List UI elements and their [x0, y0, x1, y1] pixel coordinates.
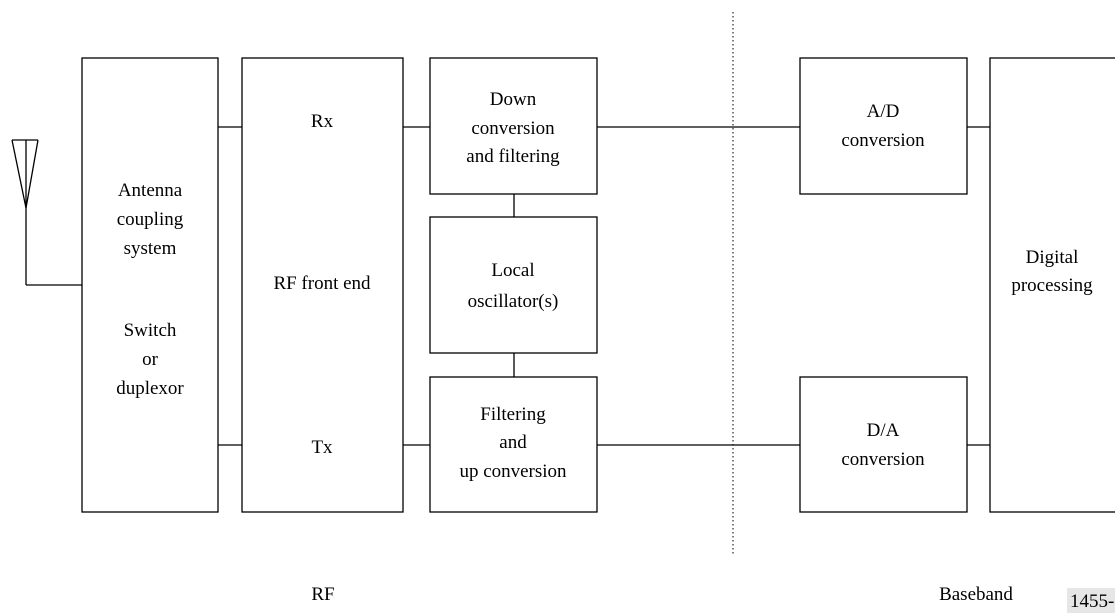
figure-id: 1455-0: [1070, 591, 1115, 612]
rx-label: Rx: [311, 111, 334, 132]
local-oscillator-block: Local oscillator(s): [429, 216, 598, 354]
up-conversion-label-1: Filtering: [480, 404, 546, 425]
antenna-coupling-block: Antenna coupling system Switch or duplex…: [81, 57, 219, 513]
local-oscillator-label-1: Local: [491, 260, 534, 281]
rf-front-end-label: RF front end: [273, 273, 371, 294]
ad-conversion-label-1: A/D: [867, 101, 900, 122]
up-conversion-block: Filtering and up conversion: [429, 376, 598, 513]
down-conversion-label-2: conversion: [471, 118, 555, 139]
figure-id-background: [1067, 588, 1115, 613]
switch-duplexor-label-3: duplexor: [116, 378, 184, 399]
down-conversion-block: Down conversion and filtering: [429, 57, 598, 195]
rf-front-end-block: Rx RF front end Tx: [241, 57, 404, 513]
antenna-coupling-label-2: coupling: [117, 209, 184, 230]
switch-duplexor-label-1: Switch: [124, 320, 177, 341]
connections: [218, 126, 990, 446]
antenna-coupling-label-3: system: [124, 238, 177, 259]
tx-label: Tx: [311, 437, 333, 458]
da-conversion-block: D/A conversion: [799, 376, 968, 513]
digital-processing-label-2: processing: [1011, 275, 1093, 296]
da-conversion-label-2: conversion: [841, 449, 925, 470]
digital-processing-label-1: Digital: [1026, 247, 1079, 268]
ad-conversion-label-2: conversion: [841, 130, 925, 151]
up-conversion-label-3: up conversion: [459, 461, 567, 482]
down-conversion-label-3: and filtering: [466, 146, 560, 167]
down-conversion-label-1: Down: [490, 89, 537, 110]
local-oscillator-label-2: oscillator(s): [468, 291, 559, 312]
digital-processing-block: Digital processing: [989, 57, 1115, 513]
da-conversion-label-1: D/A: [867, 420, 900, 441]
baseband-domain-label: Baseband: [939, 584, 1013, 605]
rf-domain-label: RF: [311, 584, 334, 605]
up-conversion-label-2: and: [499, 432, 527, 453]
switch-duplexor-label-2: or: [142, 349, 159, 370]
antenna-icon: [11, 139, 82, 286]
ad-conversion-block: A/D conversion: [799, 57, 968, 195]
antenna-coupling-label-1: Antenna: [118, 180, 183, 201]
